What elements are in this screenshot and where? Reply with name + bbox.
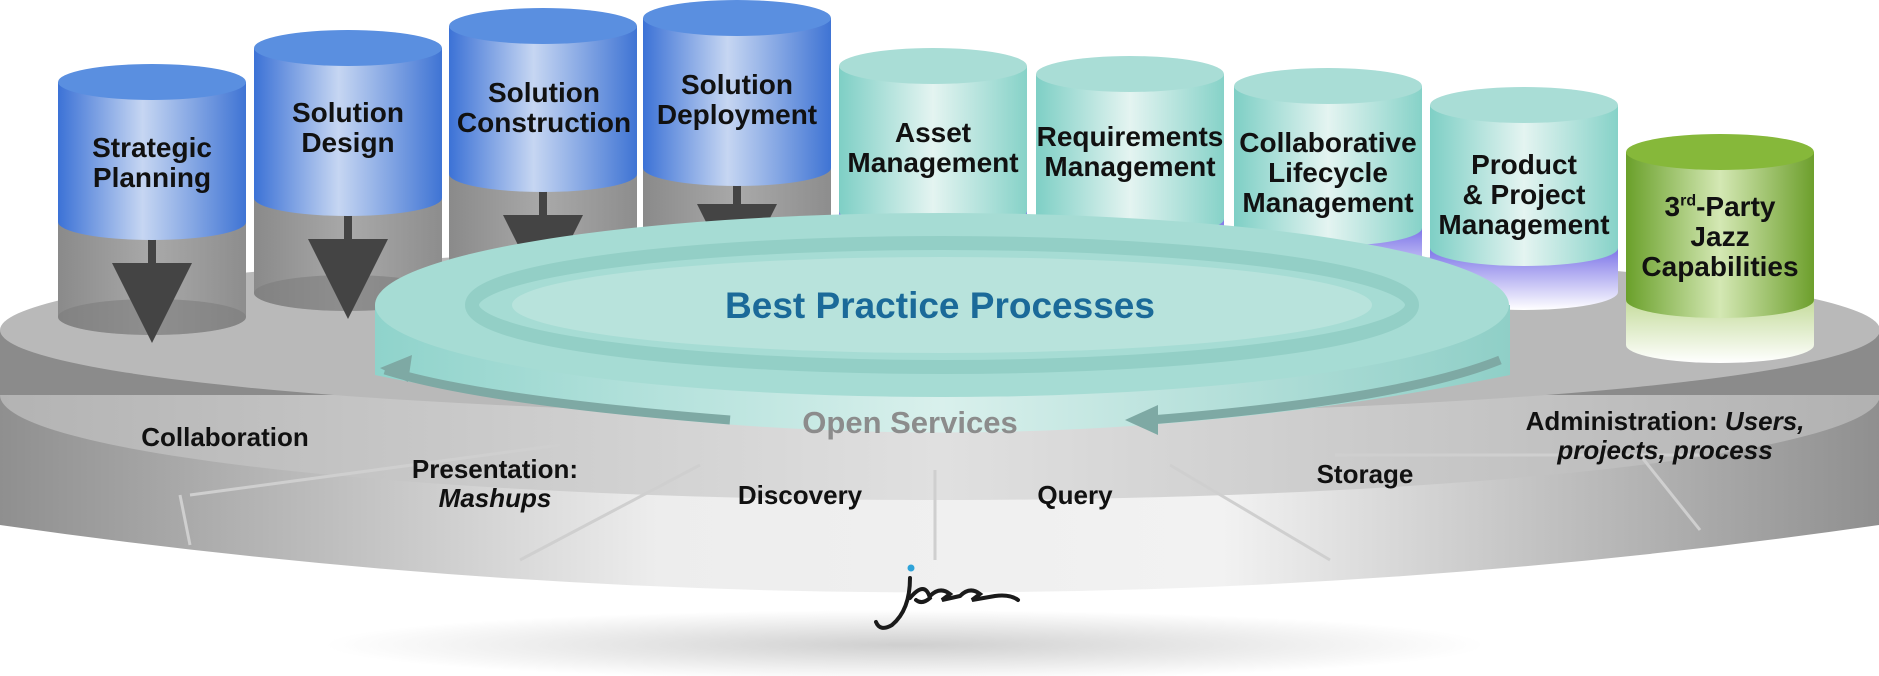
presentation-mashups: Mashups: [438, 483, 552, 514]
third-party-line2: Jazz: [1690, 220, 1750, 252]
cylinder-label-line: Lifecycle: [1268, 156, 1388, 188]
cycle-arrowhead-left: [380, 355, 412, 382]
administration-line2: projects, process: [1557, 435, 1773, 466]
cylinder-solution-design: [254, 30, 442, 319]
cylinder-label-line: Product: [1471, 148, 1577, 180]
cylinder-label-line: Asset: [894, 116, 972, 148]
cylinder-third-party: [1626, 134, 1814, 363]
service-collaboration: Collaboration: [141, 422, 309, 452]
cycle-arrow-right: [1149, 355, 1502, 425]
open-services-title: Open Services: [802, 405, 1018, 440]
service-query: Query: [1037, 480, 1113, 510]
cylinder-label-line: Design: [301, 127, 395, 158]
cylinder-label-line: Solution: [292, 96, 404, 128]
cycle-arrow-left: [383, 365, 731, 425]
cylinder-product-project-management: [1430, 87, 1618, 310]
presentation-label: Presentation:: [411, 454, 579, 484]
service-presentation: Presentation: Mashups: [390, 454, 600, 514]
cylinder-label-line: Management: [1438, 209, 1610, 241]
service-discovery: Discovery: [737, 480, 863, 510]
best-practice-title: Best Practice Processes: [725, 285, 1155, 326]
service-storage: Storage: [1316, 459, 1414, 489]
cylinder-label-line: & Project: [1462, 178, 1586, 210]
cylinder-label-line: Construction: [456, 107, 632, 138]
cylinder-label-line: Solution: [488, 76, 600, 108]
cylinder-strategic-planning: [58, 64, 246, 343]
cylinder-label-line: Strategic: [92, 131, 212, 163]
cylinder-label-line: Management: [1044, 151, 1216, 182]
cylinder-label-line: Requirements: [1036, 120, 1224, 152]
cylinder-label-line: Management: [847, 147, 1019, 178]
cycle-arrowhead-right: [1125, 405, 1158, 435]
cylinder-label-line: Planning: [92, 162, 212, 193]
third-party-line3: Capabilities: [1641, 251, 1799, 283]
cylinder-label-line: Collaborative: [1239, 126, 1417, 158]
service-administration: Administration: Users, projects, process: [1500, 406, 1830, 466]
best-practice-disk: [375, 213, 1510, 435]
jazz-logo: [874, 564, 1020, 630]
cylinder-label-line: Deployment: [656, 99, 818, 130]
cylinder-label-line: Management: [1242, 187, 1414, 219]
administration-line1: Administration: Users,: [1525, 406, 1805, 436]
floor-shadow: [325, 610, 1485, 676]
third-party-line1: 3rd-Party: [1664, 190, 1776, 222]
cylinder-label-line: Solution: [681, 68, 793, 100]
